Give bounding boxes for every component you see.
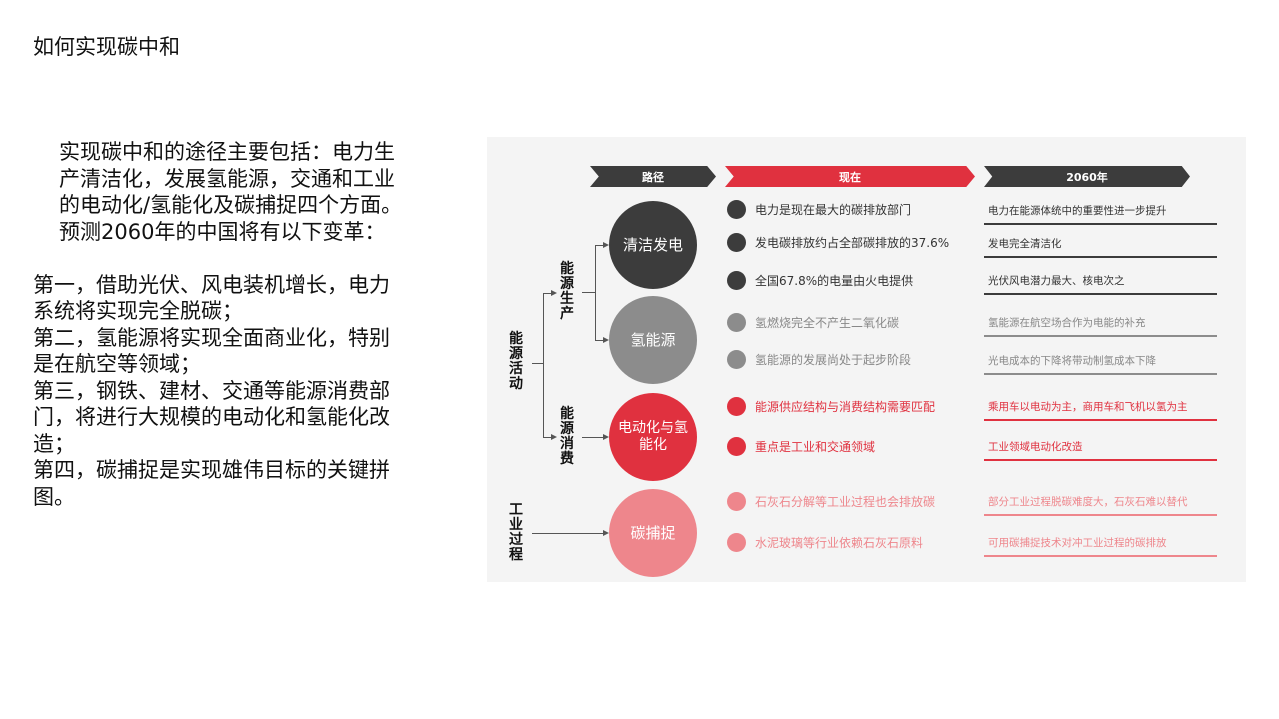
path-clean-power: 清洁发电 [609,201,697,289]
future-item: 光电成本的下降将带动制氢成本下降 [984,353,1217,375]
arrow-icon [551,290,557,296]
point-3: 第三，钢铁、建材、交通等能源消费部门，将进行大规模的电动化和氢能化改造； [33,378,390,456]
now-item: 氢能源的发展尚处于起步阶段 [727,350,911,369]
connector [595,245,596,340]
connector [595,340,605,341]
future-item: 电力在能源体统中的重要性进一步提升 [984,203,1217,225]
label-energy-consumption: 能源消费 [560,406,574,467]
bullet-icon [727,200,746,219]
label-energy-activity: 能源活动 [509,331,523,392]
label-energy-production: 能源生产 [560,261,574,322]
connector [595,245,605,246]
label-industrial-process: 工业过程 [509,502,523,563]
future-item: 氢能源在航空场合作为电能的补充 [984,315,1217,337]
intro-paragraph: 实现碳中和的途径主要包括：电力生产清洁化，发展氢能源，交通和工业的电动化/氢能化… [59,140,403,244]
now-item: 氢燃烧完全不产生二氧化碳 [727,313,899,332]
bullet-icon [727,271,746,290]
now-item: 发电碳排放约占全部碳排放的37.6% [727,233,949,252]
now-item: 全国67.8%的电量由火电提供 [727,271,913,290]
point-2: 第二，氢能源将实现全面商业化，特别是在航空等领域； [33,325,390,377]
connector [532,363,544,364]
now-item: 重点是工业和交通领域 [727,437,875,456]
bullet-icon [727,313,746,332]
bullet-icon [727,492,746,511]
point-4: 第四，碳捕捉是实现雄伟目标的关键拼图。 [33,458,390,509]
connector [543,293,553,294]
path-carbon-capture: 碳捕捉 [609,489,697,577]
now-item: 水泥玻璃等行业依赖石灰石原料 [727,533,923,552]
arrow-icon [603,434,609,440]
arrow-icon [603,242,609,248]
header-path: 路径 [590,166,716,187]
future-item: 工业领域电动化改造 [984,439,1217,461]
bullet-icon [727,233,746,252]
header-2060: 2060年 [984,166,1190,187]
path-hydrogen: 氢能源 [609,296,697,384]
bullet-icon [727,350,746,369]
header-now: 现在 [725,166,975,187]
arrow-icon [603,530,609,536]
now-item: 能源供应结构与消费结构需要匹配 [727,397,935,416]
bullet-icon [727,437,746,456]
future-item: 发电完全清洁化 [984,236,1217,258]
path-electrification: 电动化与氢能化 [609,393,697,481]
bullet-icon [727,533,746,552]
slide-title: 如何实现碳中和 [33,35,180,59]
arrow-icon [603,337,609,343]
now-item: 电力是现在最大的碳排放部门 [727,200,911,219]
future-item: 光伏风电潜力最大、核电次之 [984,273,1217,295]
carbon-neutral-diagram: 路径 现在 2060年 能源活动 能源生产 能源消费 工业过程 清洁发电 氢能源… [487,137,1246,582]
future-item: 可用碳捕捉技术对冲工业过程的碳排放 [984,535,1217,557]
now-item: 石灰石分解等工业过程也会排放碳 [727,492,935,511]
future-item: 部分工业过程脱碳难度大，石灰石难以替代 [984,494,1217,516]
connector [532,533,605,534]
connector [582,437,605,438]
connector [543,293,544,438]
point-1: 第一，借助光伏、风电装机增长，电力系统将实现完全脱碳； [33,272,390,324]
connector [582,292,596,293]
bullet-icon [727,397,746,416]
connector [543,437,553,438]
arrow-icon [551,434,557,440]
body-text: 实现碳中和的途径主要包括：电力生产清洁化，发展氢能源，交通和工业的电动化/氢能化… [33,139,403,510]
future-item: 乘用车以电动为主，商用车和飞机以氢为主 [984,399,1217,421]
